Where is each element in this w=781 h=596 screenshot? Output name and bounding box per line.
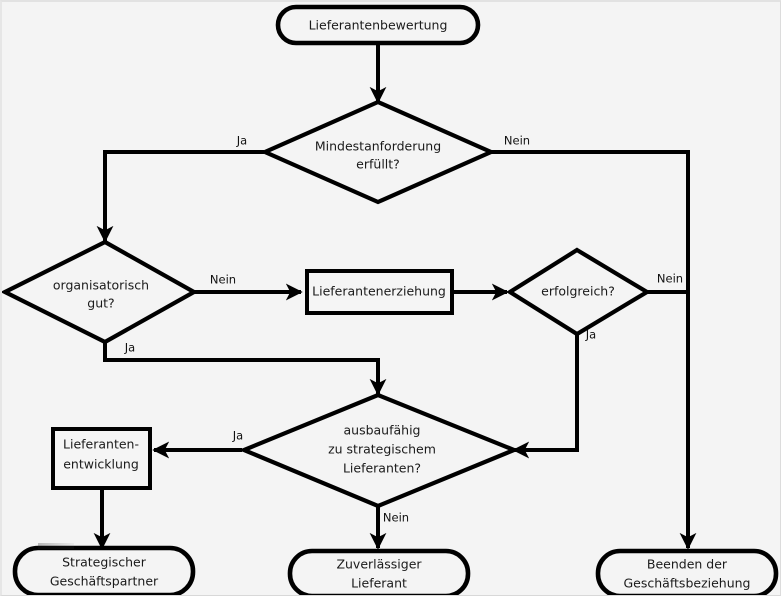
node-start-label: Lieferantenbewertung (309, 18, 448, 33)
node-end-zuverlaessiger-lieferant[interactable] (287, 548, 471, 596)
node-d4-label-line3: Lieferanten? (343, 461, 421, 476)
node-end-strategischer-geschaeftspartner[interactable] (12, 545, 196, 595)
node-decision-mindestanforderung[interactable] (259, 99, 497, 205)
node-end-beenden-geschaeftsbeziehung[interactable] (595, 548, 779, 596)
edge-label-d2-ja: Ja (124, 341, 135, 355)
node-decision-erfolgreich[interactable] (506, 247, 652, 337)
edge-label-d3-ja: Ja (585, 328, 596, 342)
node-end1-label-line2: Geschäftspartner (50, 574, 159, 589)
node-decision-organisatorisch[interactable] (2, 239, 199, 345)
node-decision-ausbaufaehig[interactable] (238, 392, 520, 509)
node-process-lieferantenerziehung[interactable] (305, 269, 454, 315)
edge-d1-nein-to-end3 (491, 150, 697, 550)
node-d2-label-line2: gut? (87, 296, 114, 311)
node-d1-label-line1: Mindestanforderung (315, 139, 441, 154)
edge-label-d2-nein: Nein (210, 273, 236, 287)
edge-label-d4-nein: Nein (383, 511, 409, 525)
edge-label-d1-ja: Ja (236, 134, 247, 148)
node-d4-label-line2: zu strategischem (328, 442, 436, 457)
edge-d1-ja-to-d2 (96, 150, 264, 243)
node-end3-label-line2: Geschäftsbeziehung (624, 576, 751, 591)
node-p1-label: Lieferantenerziehung (312, 284, 446, 299)
node-end3-label-line1: Beenden der (647, 557, 728, 572)
node-process-lieferantenentwicklung[interactable] (51, 427, 152, 490)
node-p2-label-line2: entwicklung (63, 457, 139, 472)
node-d4-label-line1: ausbaufähig (343, 423, 420, 438)
node-end2-label-line2: Lieferant (351, 576, 407, 591)
node-end1-label-line1: Strategischer (62, 555, 147, 570)
edge-label-d4-ja: Ja (232, 429, 243, 443)
node-d1-label-line2: erfüllt? (356, 157, 400, 172)
edge-d2-ja-to-d4 (103, 343, 387, 396)
node-p2-label-line1: Lieferanten- (63, 437, 139, 452)
node-d2-label-line1: organisatorisch (53, 278, 149, 293)
node-end2-label-line1: Zuverlässiger (336, 557, 422, 572)
node-d3-label: erfolgreich? (541, 284, 615, 299)
edge-label-d1-nein: Nein (504, 134, 530, 148)
node-start[interactable] (275, 4, 481, 46)
edge-d3-ja-to-d4 (512, 322, 579, 459)
edge-label-d3-nein: Nein (657, 272, 683, 286)
